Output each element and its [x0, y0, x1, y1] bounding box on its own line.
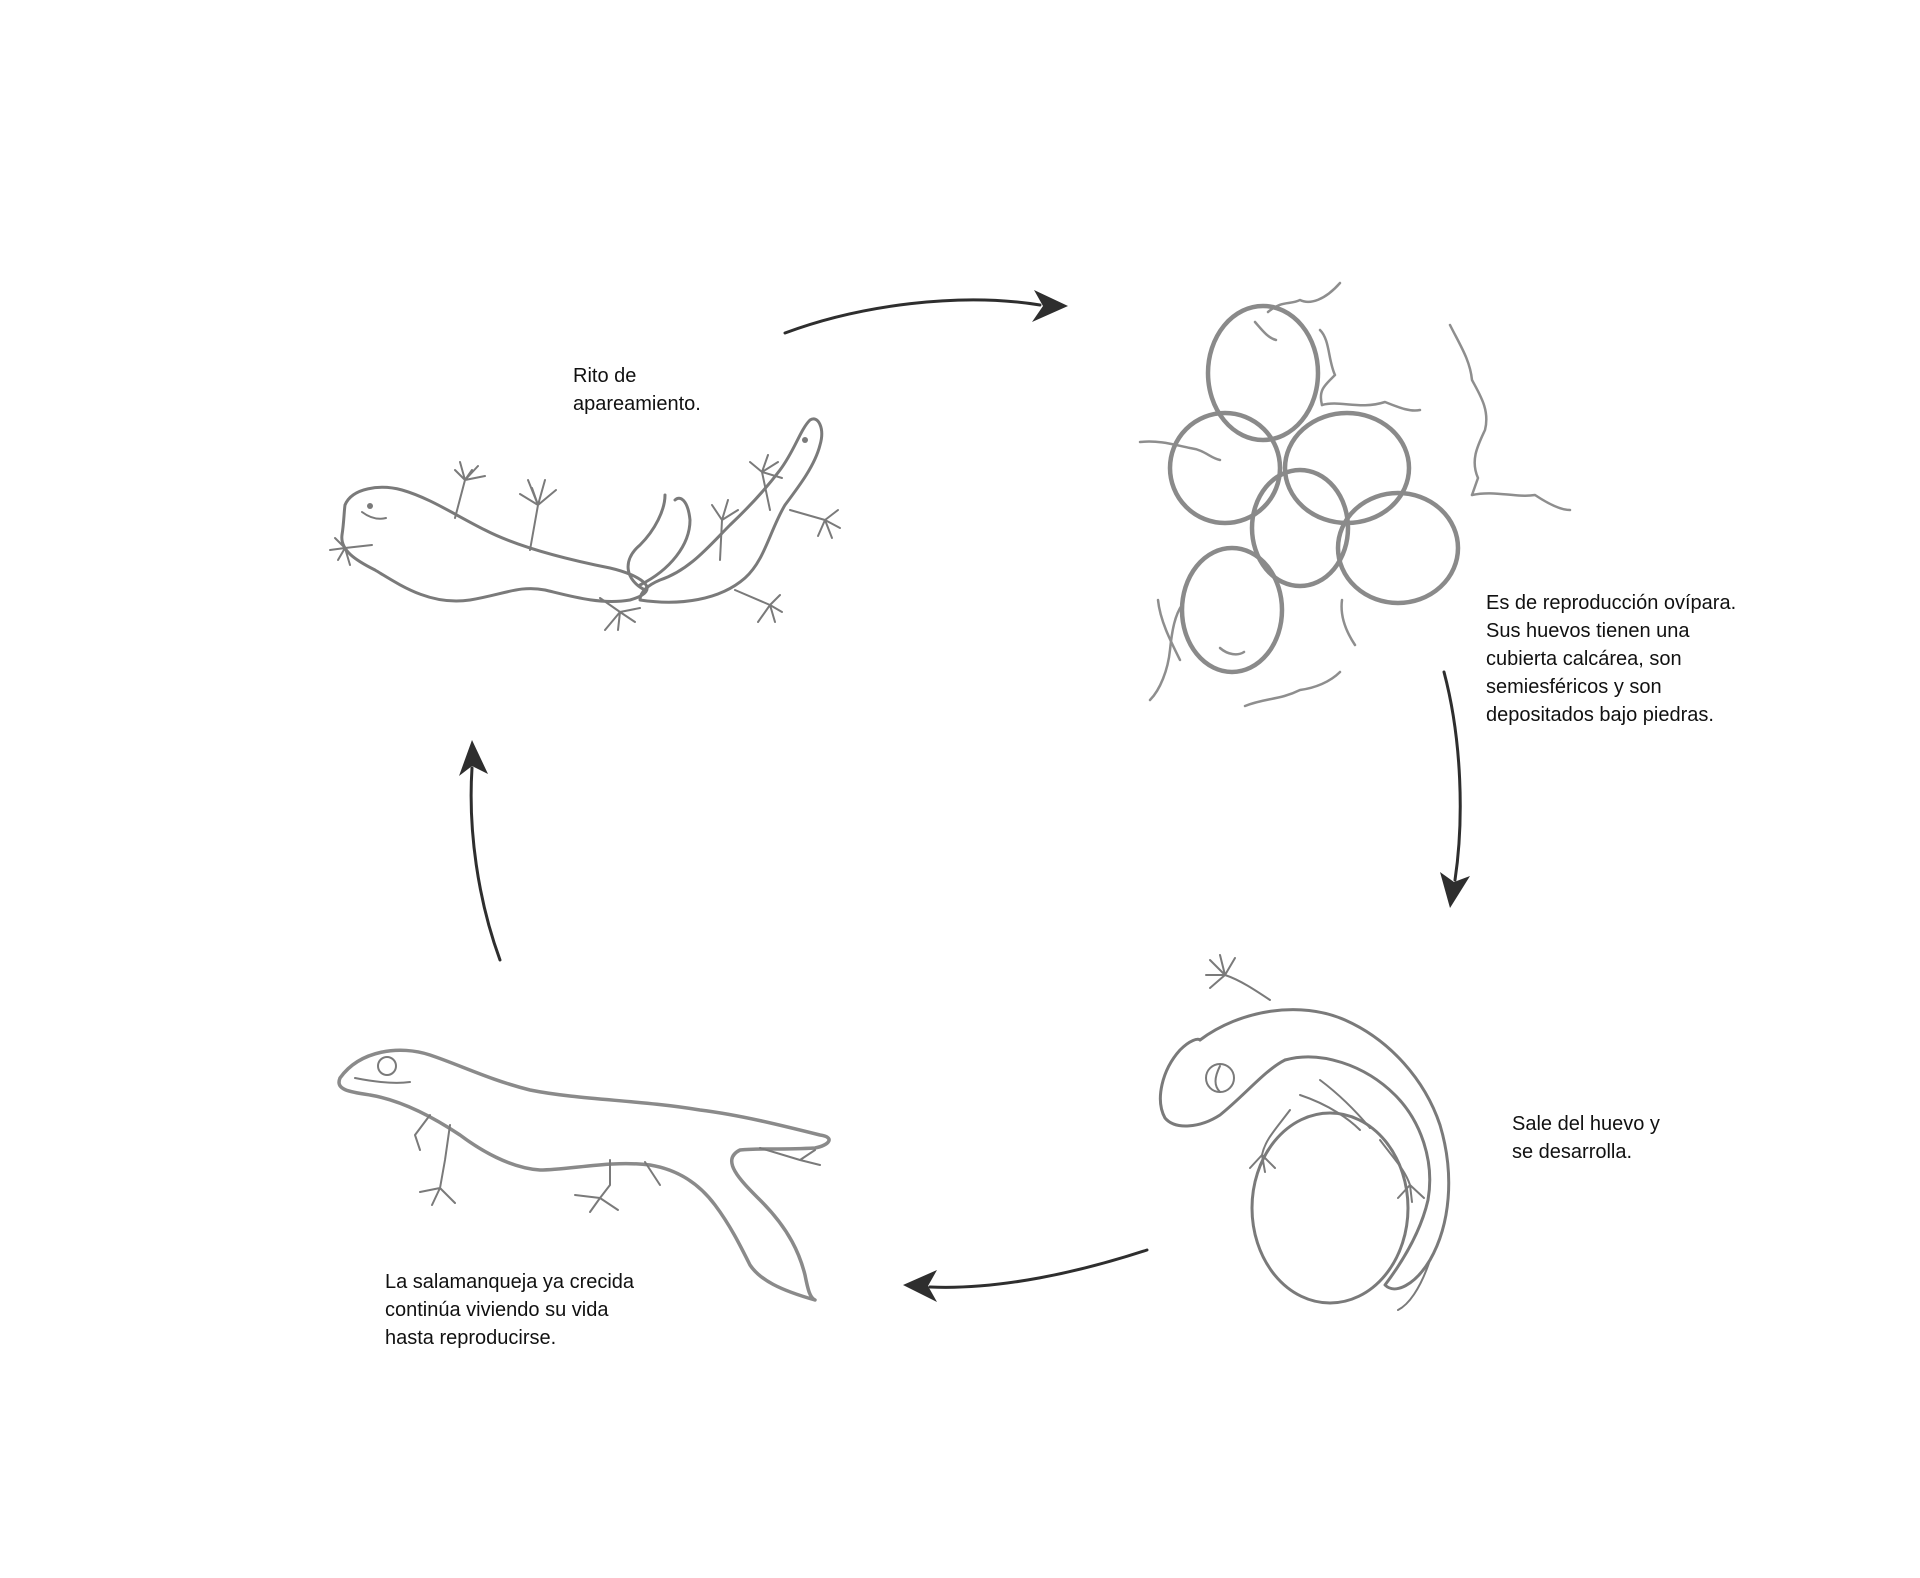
two-geckos-mating-illustration: [329, 417, 841, 631]
caption-line: Rito de: [573, 365, 637, 387]
caption-line: continúa viviendo su vida: [385, 1299, 609, 1321]
stage-caption-mating: Rito de apareamiento.: [573, 362, 701, 418]
caption-line: cubierta calcárea, son: [1486, 648, 1682, 670]
caption-line: Sus huevos tienen una: [1486, 620, 1690, 642]
caption-line: se desarrolla.: [1512, 1141, 1633, 1163]
cycle-arrow-icon: [459, 740, 502, 962]
caption-line: La salamanqueja ya crecida: [385, 1271, 635, 1293]
stage-caption-hatching: Sale del huevo y se desarrolla.: [1512, 1110, 1660, 1166]
stage-caption-eggs: Es de reproducción ovípara. Sus huevos t…: [1486, 589, 1736, 729]
caption-line: Sale del huevo y: [1512, 1113, 1660, 1135]
adult-gecko-illustration: [337, 1048, 831, 1302]
stage-caption-adult: La salamanqueja ya crecida continúa vivi…: [385, 1268, 634, 1352]
caption-line: depositados bajo piedras.: [1486, 704, 1714, 726]
cycle-arrow-icon: [1440, 670, 1470, 908]
gecko-hatching-from-egg-illustration: [1158, 954, 1451, 1311]
caption-line: hasta reproducirse.: [385, 1327, 557, 1349]
gecko-eggs-under-stone-illustration: [1138, 281, 1572, 708]
caption-line: apareamiento.: [573, 393, 701, 415]
cycle-arrow-icon: [903, 1248, 1149, 1302]
caption-line: semiesféricos y son: [1486, 676, 1662, 698]
caption-line: Es de reproducción ovípara.: [1486, 592, 1737, 614]
cycle-arrow-icon: [783, 290, 1068, 335]
